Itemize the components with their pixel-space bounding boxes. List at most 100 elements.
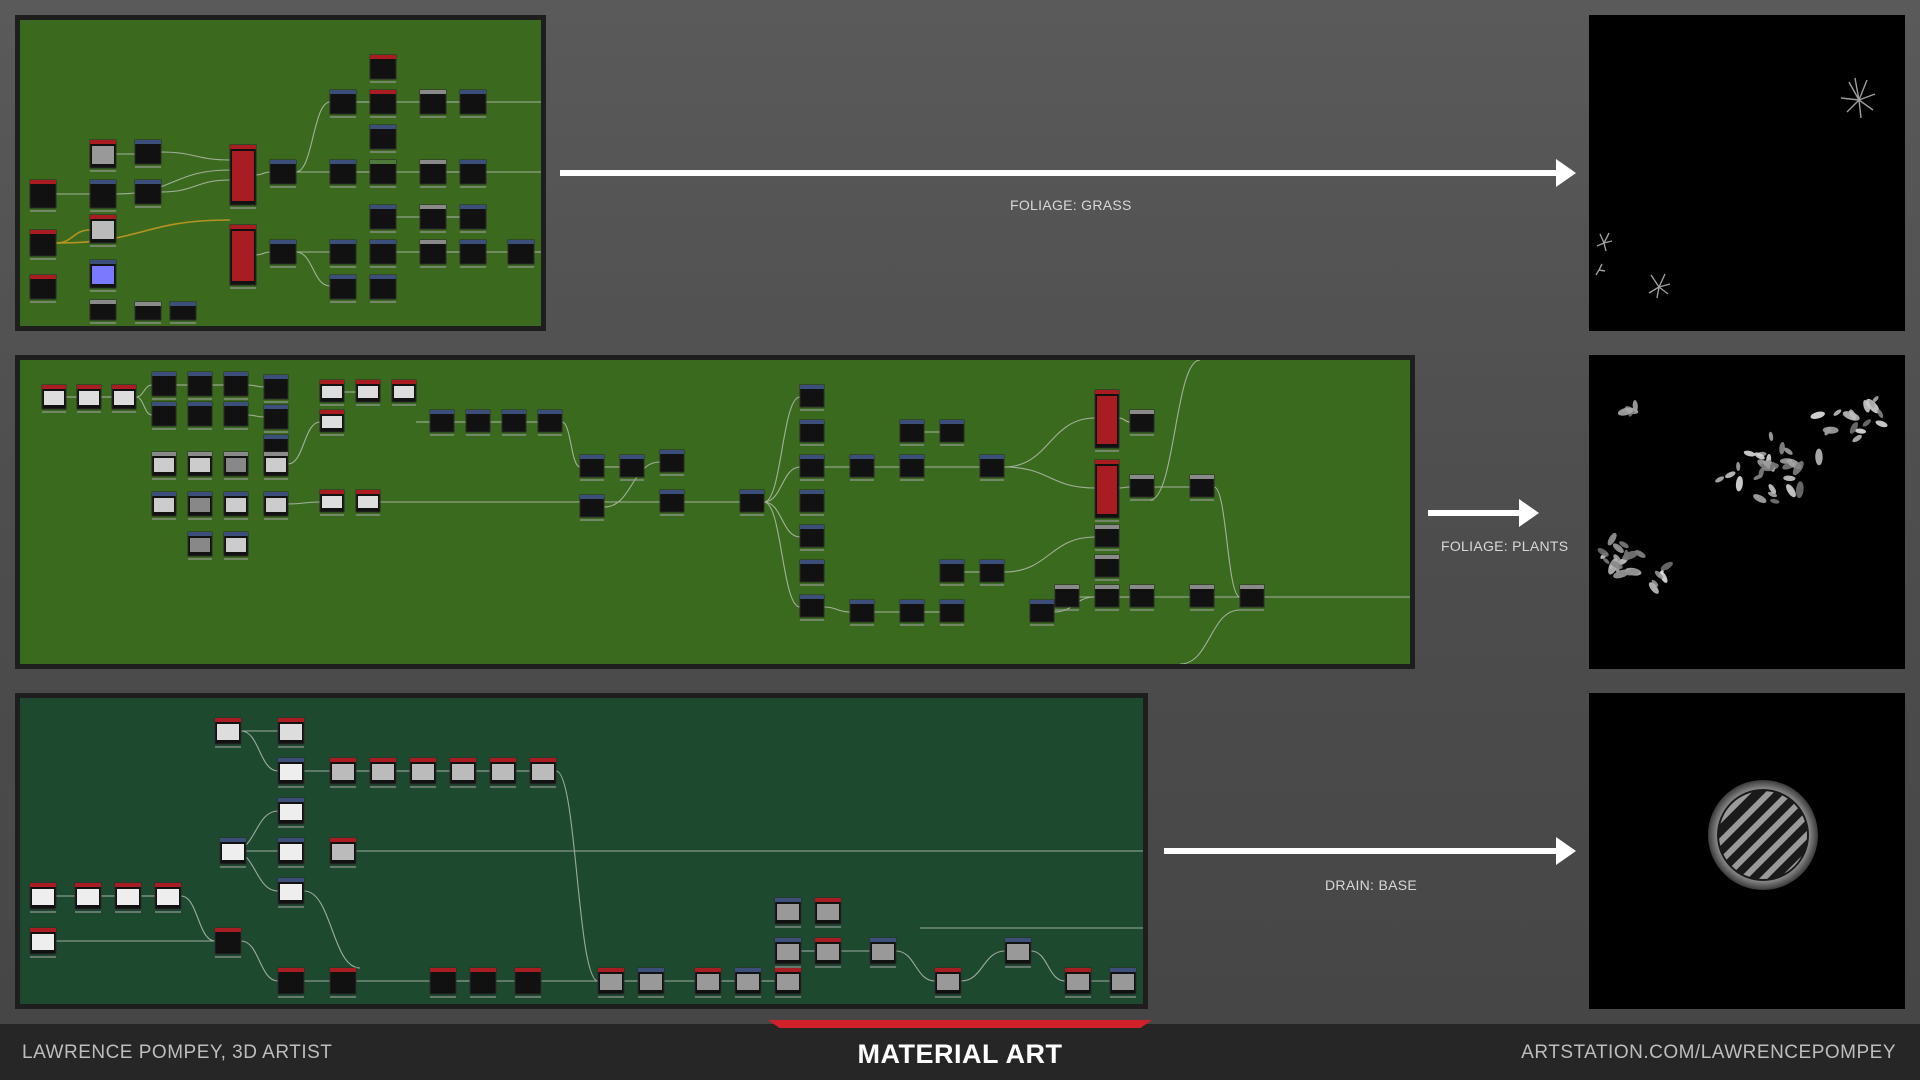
graph-node[interactable] [1064, 967, 1092, 998]
graph-node[interactable] [419, 239, 447, 268]
graph-node[interactable] [169, 301, 197, 324]
graph-node[interactable] [459, 204, 487, 233]
node-graph-drain[interactable] [15, 693, 1148, 1009]
graph-node[interactable] [114, 882, 142, 913]
graph-node[interactable] [29, 229, 57, 260]
graph-node[interactable] [419, 204, 447, 233]
graph-node[interactable] [1129, 584, 1155, 611]
graph-node[interactable] [355, 379, 381, 406]
graph-node[interactable] [319, 489, 345, 516]
graph-node[interactable] [263, 451, 289, 480]
graph-node[interactable] [619, 454, 645, 481]
graph-node[interactable] [369, 274, 397, 303]
graph-node[interactable] [76, 384, 102, 413]
graph-node[interactable] [89, 139, 117, 172]
graph-node[interactable] [939, 419, 965, 446]
graph-node[interactable] [263, 404, 289, 433]
graph-node[interactable] [799, 454, 825, 481]
graph-node[interactable] [1239, 584, 1265, 611]
graph-node[interactable] [269, 159, 297, 188]
graph-node[interactable] [899, 454, 925, 481]
graph-node[interactable] [391, 379, 417, 406]
graph-node[interactable] [934, 967, 962, 998]
graph-node[interactable] [89, 259, 117, 292]
graph-node[interactable] [659, 489, 685, 516]
graph-node[interactable] [1189, 474, 1215, 501]
graph-node[interactable] [1094, 459, 1120, 522]
graph-node[interactable] [449, 757, 477, 788]
graph-node[interactable] [799, 419, 825, 446]
graph-node[interactable] [1094, 524, 1120, 551]
graph-node[interactable] [814, 937, 842, 968]
graph-node[interactable] [214, 927, 242, 958]
graph-node[interactable] [89, 299, 117, 324]
graph-node[interactable] [229, 144, 257, 209]
graph-node[interactable] [419, 89, 447, 118]
graph-node[interactable] [223, 371, 249, 400]
graph-node[interactable] [637, 967, 665, 998]
graph-node[interactable] [74, 882, 102, 913]
graph-node[interactable] [979, 559, 1005, 586]
graph-node[interactable] [223, 531, 249, 560]
graph-node[interactable] [597, 967, 625, 998]
node-graph-plants[interactable] [15, 355, 1415, 669]
graph-node[interactable] [29, 882, 57, 913]
graph-node[interactable] [187, 531, 213, 560]
graph-node[interactable] [1094, 584, 1120, 611]
graph-node[interactable] [489, 757, 517, 788]
graph-node[interactable] [899, 599, 925, 626]
graph-node[interactable] [277, 837, 305, 868]
graph-node[interactable] [41, 384, 67, 413]
graph-node[interactable] [319, 409, 345, 436]
graph-node[interactable] [459, 89, 487, 118]
graph-node[interactable] [1129, 409, 1155, 436]
graph-node[interactable] [329, 274, 357, 303]
graph-node[interactable] [214, 717, 242, 748]
graph-node[interactable] [429, 409, 455, 436]
graph-node[interactable] [329, 159, 357, 188]
graph-node[interactable] [429, 967, 457, 998]
graph-node[interactable] [579, 454, 605, 481]
graph-node[interactable] [29, 927, 57, 958]
graph-node[interactable] [219, 837, 247, 868]
graph-node[interactable] [355, 489, 381, 516]
graph-canvas-plants[interactable] [20, 360, 1410, 664]
graph-node[interactable] [134, 179, 162, 208]
graph-node[interactable] [329, 89, 357, 118]
graph-node[interactable] [369, 239, 397, 268]
graph-node[interactable] [537, 409, 563, 436]
graph-node[interactable] [1094, 554, 1120, 581]
graph-node[interactable] [774, 937, 802, 968]
graph-node[interactable] [734, 967, 762, 998]
graph-node[interactable] [154, 882, 182, 913]
graph-node[interactable] [263, 374, 289, 403]
graph-node[interactable] [223, 401, 249, 430]
graph-node[interactable] [223, 491, 249, 520]
graph-node[interactable] [187, 371, 213, 400]
graph-node[interactable] [409, 757, 437, 788]
graph-node[interactable] [329, 837, 357, 868]
graph-node[interactable] [459, 239, 487, 268]
graph-node[interactable] [269, 239, 297, 268]
graph-node[interactable] [187, 491, 213, 520]
graph-node[interactable] [529, 757, 557, 788]
graph-node[interactable] [979, 454, 1005, 481]
graph-node[interactable] [277, 967, 305, 998]
graph-node[interactable] [151, 401, 177, 430]
graph-node[interactable] [799, 594, 825, 621]
graph-node[interactable] [1129, 474, 1155, 501]
graph-node[interactable] [329, 239, 357, 268]
node-graph-grass[interactable] [15, 15, 546, 331]
graph-node[interactable] [187, 451, 213, 480]
graph-node[interactable] [369, 124, 397, 153]
graph-node[interactable] [134, 301, 162, 324]
graph-node[interactable] [229, 224, 257, 289]
graph-node[interactable] [151, 371, 177, 400]
graph-node[interactable] [369, 89, 397, 118]
graph-node[interactable] [501, 409, 527, 436]
graph-node[interactable] [774, 897, 802, 928]
graph-node[interactable] [89, 214, 117, 247]
graph-node[interactable] [869, 937, 897, 968]
graph-node[interactable] [1054, 584, 1080, 611]
graph-node[interactable] [514, 967, 542, 998]
